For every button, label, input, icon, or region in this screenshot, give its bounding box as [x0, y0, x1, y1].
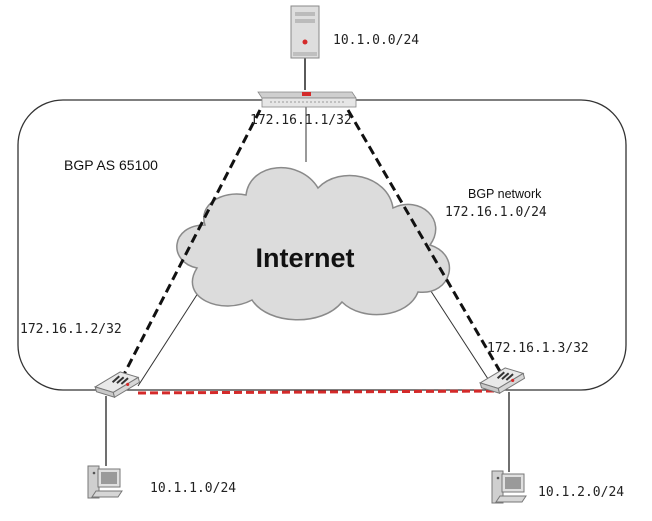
hub-loopback-label: 172.16.1.1/32	[250, 113, 352, 128]
hub-router-icon	[257, 91, 357, 108]
bgp-network-prefix: 172.16.1.0/24	[445, 205, 547, 220]
right-internet-link	[424, 281, 491, 383]
hub-server-icon	[290, 5, 320, 59]
left-spoke-appliance-icon	[93, 371, 141, 399]
right-spoke-loopback-label: 172.16.1.3/32	[487, 341, 589, 356]
internet-label: Internet	[255, 243, 354, 273]
internet-cloud	[176, 166, 451, 321]
right-workstation-icon	[491, 470, 527, 504]
spoke-to-spoke-tunnel	[137, 389, 497, 395]
left-workstation-icon	[87, 465, 123, 499]
left-lan-subnet-label: 10.1.1.0/24	[150, 481, 236, 496]
hub-lan-subnet-label: 10.1.0.0/24	[333, 33, 419, 48]
tunnel-hub-to-right-spoke	[346, 109, 507, 381]
right-spoke-appliance-icon	[478, 367, 526, 395]
tunnel-hub-to-left-spoke	[116, 109, 262, 387]
right-lan-subnet-label: 10.1.2.0/24	[538, 485, 624, 500]
left-internet-link	[137, 289, 201, 387]
left-spoke-loopback-label: 172.16.1.2/32	[20, 322, 122, 337]
bgp-as-label: BGP AS 65100	[64, 157, 158, 173]
bgp-network-title: BGP network	[468, 187, 542, 201]
